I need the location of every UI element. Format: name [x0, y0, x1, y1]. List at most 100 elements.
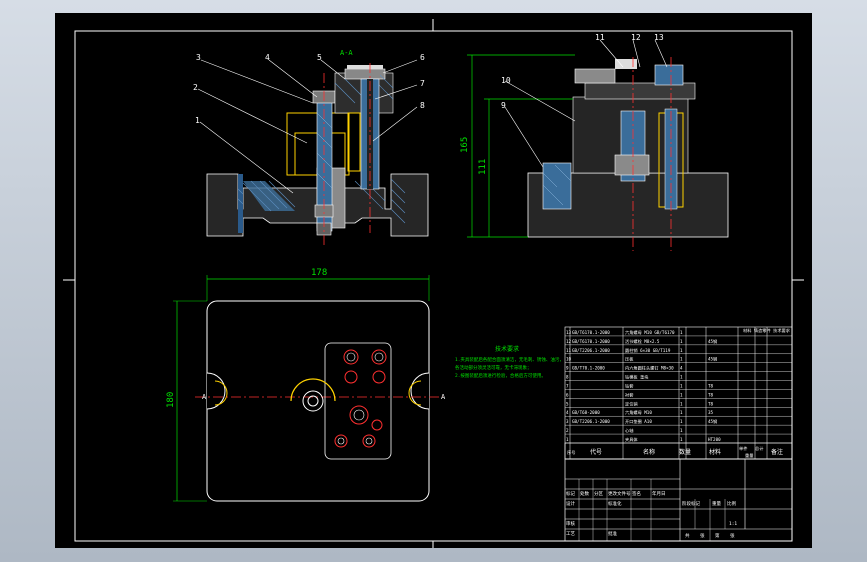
parts-list-cell-qty: 1	[680, 419, 683, 424]
dimension-center-height: 111	[478, 159, 488, 175]
parts-list-cell-name: 钻模板 垫块	[625, 374, 649, 381]
parts-list-cell-mat: 45钢	[708, 418, 717, 425]
parts-list-header-note: 材料 铸造零件 技术要求	[743, 327, 791, 334]
title-block: 标记 处数 分区 更改文件号 签名 年月日 设计 标准化 审核 工艺 批准 阶段…	[564, 458, 793, 542]
side-view: 165 111 11 12 13 10 9	[460, 33, 729, 251]
parts-list-cell-name: 压板	[625, 356, 634, 363]
dimension-overall-height: 165	[460, 137, 470, 153]
col-total: 总计	[755, 445, 763, 452]
parts-list-cell-mat: T8	[708, 383, 714, 388]
top-view: 178 180 A A	[166, 268, 446, 502]
parts-list-cell-qty: 1	[680, 383, 683, 388]
parts-list-cell-no: 7	[566, 383, 569, 388]
tb-label: 工艺	[566, 531, 575, 537]
tb-label: 设计	[566, 500, 575, 507]
parts-list-cell-no: 3	[566, 419, 569, 424]
part-number: 6	[420, 53, 425, 62]
part-number: 13	[654, 33, 664, 42]
col-code: 代号	[590, 448, 602, 456]
parts-list-cell-name: 六角螺母 M10 GB/T6170	[625, 329, 675, 336]
part-number: 10	[501, 76, 511, 85]
parts-list-cell-name: 衬套	[625, 391, 634, 398]
parts-list-cell-qty: 1	[680, 410, 683, 415]
part-number: 8	[420, 101, 425, 110]
technical-requirements: 技术要求 1.夹具装配后各配合面须清洁，无毛刺、锈蚀、油污， 各活动部分须灵活可…	[455, 345, 564, 379]
tb-label: 审核	[566, 520, 575, 527]
tb-label: 比例	[727, 500, 736, 507]
parts-list-cell-mat: 35	[708, 410, 714, 415]
parts-list-cell-std: GB/T68-2000	[572, 410, 600, 415]
drawing-sheet: 3 4 5 6 2 7 1 8 A-A 1 6	[55, 13, 812, 551]
col-name: 名称	[643, 448, 655, 456]
parts-list-cell-qty: 1	[680, 339, 683, 344]
parts-list-cell-name: 圆柱销 6×30 GB/T119	[625, 347, 671, 354]
parts-list-cell-no: 8	[566, 375, 569, 380]
parts-list-cell-no: 9	[566, 366, 569, 371]
section-mark: A	[441, 393, 446, 401]
tb-label: 标准化	[608, 500, 622, 507]
part-number: 9	[501, 101, 506, 110]
parts-list-cell-qty: 4	[680, 366, 683, 371]
parts-list-cell-mat: 45钢	[708, 338, 717, 345]
col-unit: 单件	[739, 445, 747, 452]
parts-list-cell-no: 10	[566, 357, 572, 362]
parts-list-cell-no: 4	[566, 410, 569, 415]
tech-req-line: 各活动部分须灵活可靠，无卡滞现象；	[455, 364, 532, 371]
front-view: 3 4 5 6 2 7 1 8 A-A	[193, 49, 429, 245]
section-mark: A	[202, 393, 207, 401]
tb-label: 张	[730, 532, 735, 539]
col-no: 序号	[567, 449, 575, 456]
part-number: 5	[317, 53, 322, 62]
tb-label: 签名	[632, 490, 641, 497]
tb-label: 标记	[566, 490, 575, 497]
parts-list-cell-mat: 45钢	[708, 356, 717, 363]
part-number: 4	[265, 53, 270, 62]
side-drill-plate	[584, 82, 696, 100]
col-note: 备注	[771, 448, 783, 456]
dimension-height: 180	[166, 392, 176, 408]
parts-list-cell-name: 内六角圆柱头螺钉 M8×30	[625, 365, 674, 372]
parts-list-cell-qty: 1	[680, 348, 683, 353]
parts-list-cell-no: 13	[566, 330, 572, 335]
tb-label: 更改文件号	[608, 490, 631, 497]
parts-list-cell-name: 心轴	[625, 427, 633, 434]
parts-list-cell-qty: 1	[680, 375, 683, 380]
part-number: 12	[631, 33, 641, 42]
col-mat: 材料	[709, 448, 721, 456]
parts-list-cell-name: 活节螺栓 M8×2.5	[625, 338, 660, 345]
tb-label: 重量	[712, 500, 721, 507]
part-number: 3	[196, 53, 201, 62]
parts-list-cell-qty: 1	[680, 392, 683, 397]
tb-scale: 1:1	[729, 521, 737, 527]
tech-req-line: 1.夹具装配后各配合面须清洁，无毛刺、锈蚀、油污，	[455, 356, 564, 363]
parts-list-cell-std: GB/T70.1-2000	[572, 366, 605, 371]
parts-list-cell-name: 六角螺母 M10	[625, 409, 652, 416]
parts-list-cell-no: 11	[566, 348, 572, 353]
tb-label: 第	[715, 532, 720, 539]
parts-list-cell-qty: 1	[680, 401, 683, 406]
tb-label: 共	[685, 532, 690, 539]
parts-list-cell-no: 6	[566, 392, 569, 397]
parts-list-cell-std: GB/T2206.1-2000	[572, 419, 610, 424]
tb-label: 张	[700, 532, 705, 539]
parts-list-cell-qty: 1	[680, 437, 683, 442]
part-number: 11	[595, 33, 605, 42]
section-label: A-A	[340, 49, 353, 57]
parts-list-cell-mat: T8	[708, 392, 714, 397]
tb-label: 分区	[594, 490, 603, 497]
parts-list-cell-name: 夹具体	[625, 436, 638, 443]
parts-list-cell-std: GB/T6170.1-2000	[572, 330, 610, 335]
parts-list-cell-no: 5	[566, 401, 569, 406]
parts-list-cell-qty: 1	[680, 428, 683, 433]
parts-list-cell-name: 定位销	[625, 400, 638, 407]
parts-list-cell-qty: 1	[680, 330, 683, 335]
hatch-area	[243, 181, 295, 211]
cad-drawing: 3 4 5 6 2 7 1 8 A-A 1 6	[63, 19, 804, 551]
parts-list-cell-std: GB/T2206.1-2000	[572, 348, 610, 353]
drill-plate-outline	[324, 342, 392, 460]
parts-list-cell-no: 2	[566, 428, 569, 433]
parts-list-cell-std: GB/T6170.1-2000	[572, 339, 610, 344]
parts-list-cell-no: 12	[566, 339, 572, 344]
tb-label: 处数	[580, 490, 589, 497]
